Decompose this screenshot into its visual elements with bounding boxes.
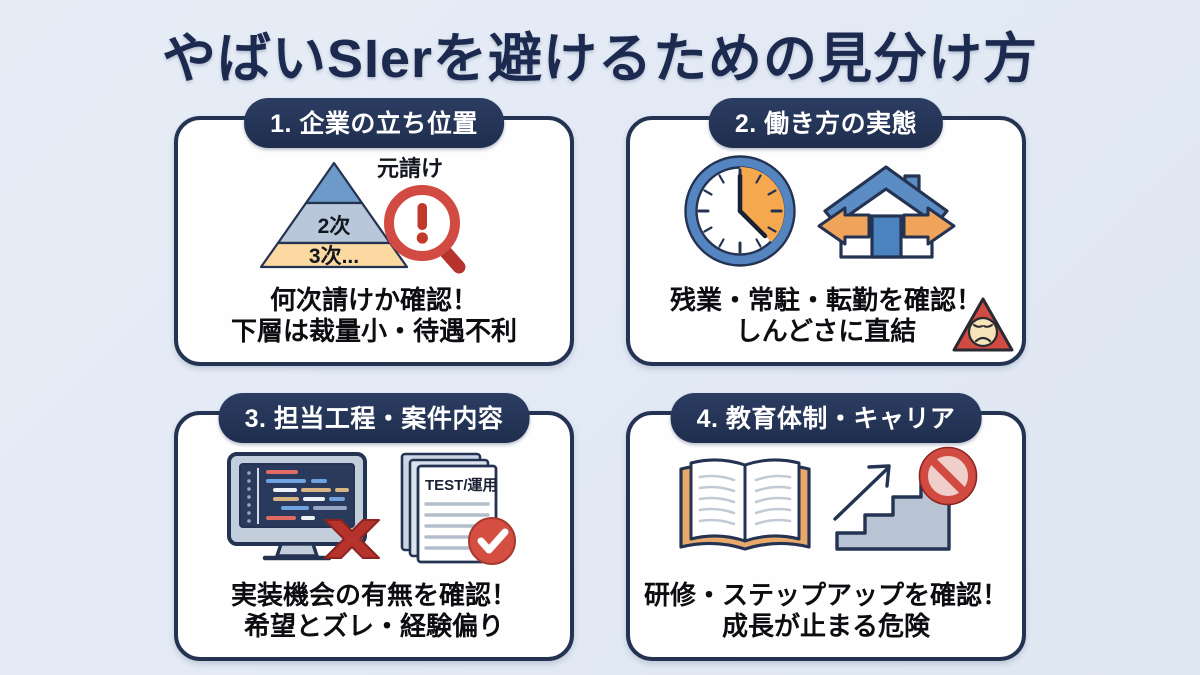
- warning-tired-face-icon: [952, 297, 1014, 352]
- monitor-code-icon: [227, 452, 380, 561]
- documents-label: TEST/運用: [425, 477, 498, 494]
- magnifier-alert-icon: [384, 185, 466, 274]
- caption-line-1: 実装機会の有無を確認！: [230, 579, 517, 610]
- card-badge: 3. 担当工程・案件内容: [218, 393, 530, 443]
- clock-icon: [684, 154, 796, 267]
- pyramid-top-label: 元請け: [377, 156, 443, 181]
- growth-arrow-icon: [832, 464, 891, 521]
- documents-icon: TEST/運用: [400, 452, 516, 565]
- card-process-scope: 3. 担当工程・案件内容: [174, 393, 574, 661]
- card-company-position: 1. 企業の立ち位置 2次 3次... 元請け: [174, 98, 574, 366]
- card-badge: 2. 働き方の実態: [708, 98, 944, 148]
- caption-line-1: 研修・ステップアップを確認！: [643, 579, 1008, 610]
- card-artwork: 2次 3次... 元請け: [178, 150, 570, 274]
- card-caption: 研修・ステップアップを確認！ 成長が止まる危険: [630, 580, 1022, 643]
- open-book-icon: [678, 458, 811, 551]
- caption-line-2: 下層は裁量小・待遇不利: [230, 316, 517, 347]
- card-caption: 何次請けか確認！ 下層は裁量小・待遇不利: [178, 285, 570, 348]
- check-circle-icon: [468, 517, 516, 565]
- caption-line-1: 残業・常駐・転勤を確認！: [669, 284, 982, 315]
- stairs-growth-icon: [832, 446, 977, 551]
- caption-line-2: 成長が止まる危険: [721, 611, 930, 642]
- cross-mark-icon: [324, 519, 380, 559]
- caption-line-1: 何次請けか確認！: [269, 284, 478, 315]
- card-training-career: 4. 教育体制・キャリア: [626, 393, 1026, 661]
- card-badge: 4. 教育体制・キャリア: [670, 393, 982, 443]
- prohibition-icon: [918, 446, 977, 506]
- card-badge: 1. 企業の立ち位置: [244, 98, 504, 148]
- pyramid-tier2-label: 2次: [318, 214, 351, 238]
- card-work-style: 2. 働き方の実態: [626, 98, 1026, 366]
- caption-line-2: 希望とズレ・経験偏り: [243, 611, 504, 642]
- page-title: やばいSIerを避けるための見分け方: [161, 29, 1039, 89]
- house-transfer-icon: [817, 164, 956, 259]
- card-artwork: TEST/運用: [178, 445, 570, 567]
- card-artwork: [630, 150, 1022, 272]
- card-caption: 実装機会の有無を確認！ 希望とズレ・経験偏り: [178, 580, 570, 643]
- cards-grid: 1. 企業の立ち位置 2次 3次... 元請け: [174, 98, 1026, 661]
- caption-line-2: しんどさに直結: [735, 316, 917, 347]
- card-artwork: [630, 445, 1022, 567]
- pyramid-tier3-label: 3次...: [309, 244, 359, 268]
- card-caption: 残業・常駐・転勤を確認！ しんどさに直結: [630, 285, 1022, 348]
- pyramid-icon: 2次 3次... 元請け: [259, 156, 466, 274]
